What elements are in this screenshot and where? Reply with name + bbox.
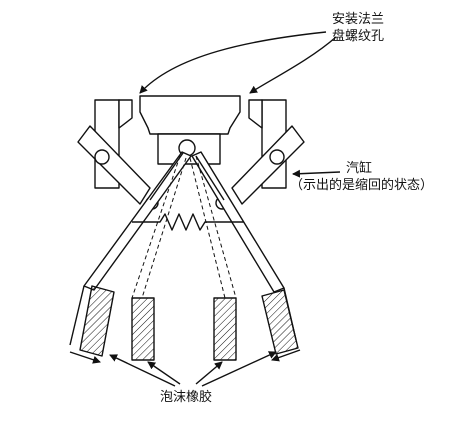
right-outer-pad-outline <box>283 287 297 341</box>
cross-link-spring <box>132 213 244 231</box>
right-arm-upper <box>195 155 225 201</box>
left-motion-arrow <box>69 351 101 364</box>
left-outer-pad <box>79 285 115 357</box>
left-cylinder-chamfer <box>118 99 133 129</box>
cylinder-leader <box>292 169 341 178</box>
flange-label: 安装法兰 盘螺纹孔 <box>332 11 384 45</box>
flange-label-line1: 安装法兰 <box>332 12 385 27</box>
left-inner-pad <box>131 297 155 361</box>
left-cylinder-body <box>77 125 151 205</box>
cylinder-label: 汽缸 （示出的是缩回的状态） <box>290 160 433 194</box>
foam-leader-1 <box>109 354 176 387</box>
flange-leader-left <box>139 31 327 94</box>
right-arm-alt-position-2 <box>195 155 237 299</box>
foam-leader-3 <box>195 361 223 385</box>
right-inner-pad <box>213 297 237 361</box>
flange-label-line2: 盘螺纹孔 <box>332 29 385 44</box>
right-outer-pad <box>261 289 299 355</box>
foam-leader-2 <box>147 361 181 385</box>
foam-label: 泡沫橡胶 <box>160 390 213 405</box>
left-cylinder-pivot <box>94 149 110 165</box>
cylinder-label-line2: （示出的是缩回的状态） <box>290 178 434 193</box>
right-cylinder-chamfer <box>248 99 263 129</box>
mounting-flange <box>139 95 241 135</box>
flange-leader-right <box>249 36 337 94</box>
foam-leader-4 <box>201 351 277 387</box>
left-arm-upper <box>149 152 184 201</box>
right-arm-alt-position <box>189 157 226 299</box>
right-cylinder-pivot <box>269 149 285 165</box>
left-arm-alt-position-2 <box>141 157 187 299</box>
left-arm-alt-position <box>131 155 181 299</box>
left-outer-pad-outline <box>69 285 85 346</box>
right-cylinder-body <box>231 125 305 205</box>
cylinder-label-line1: 汽缸 <box>346 161 373 176</box>
